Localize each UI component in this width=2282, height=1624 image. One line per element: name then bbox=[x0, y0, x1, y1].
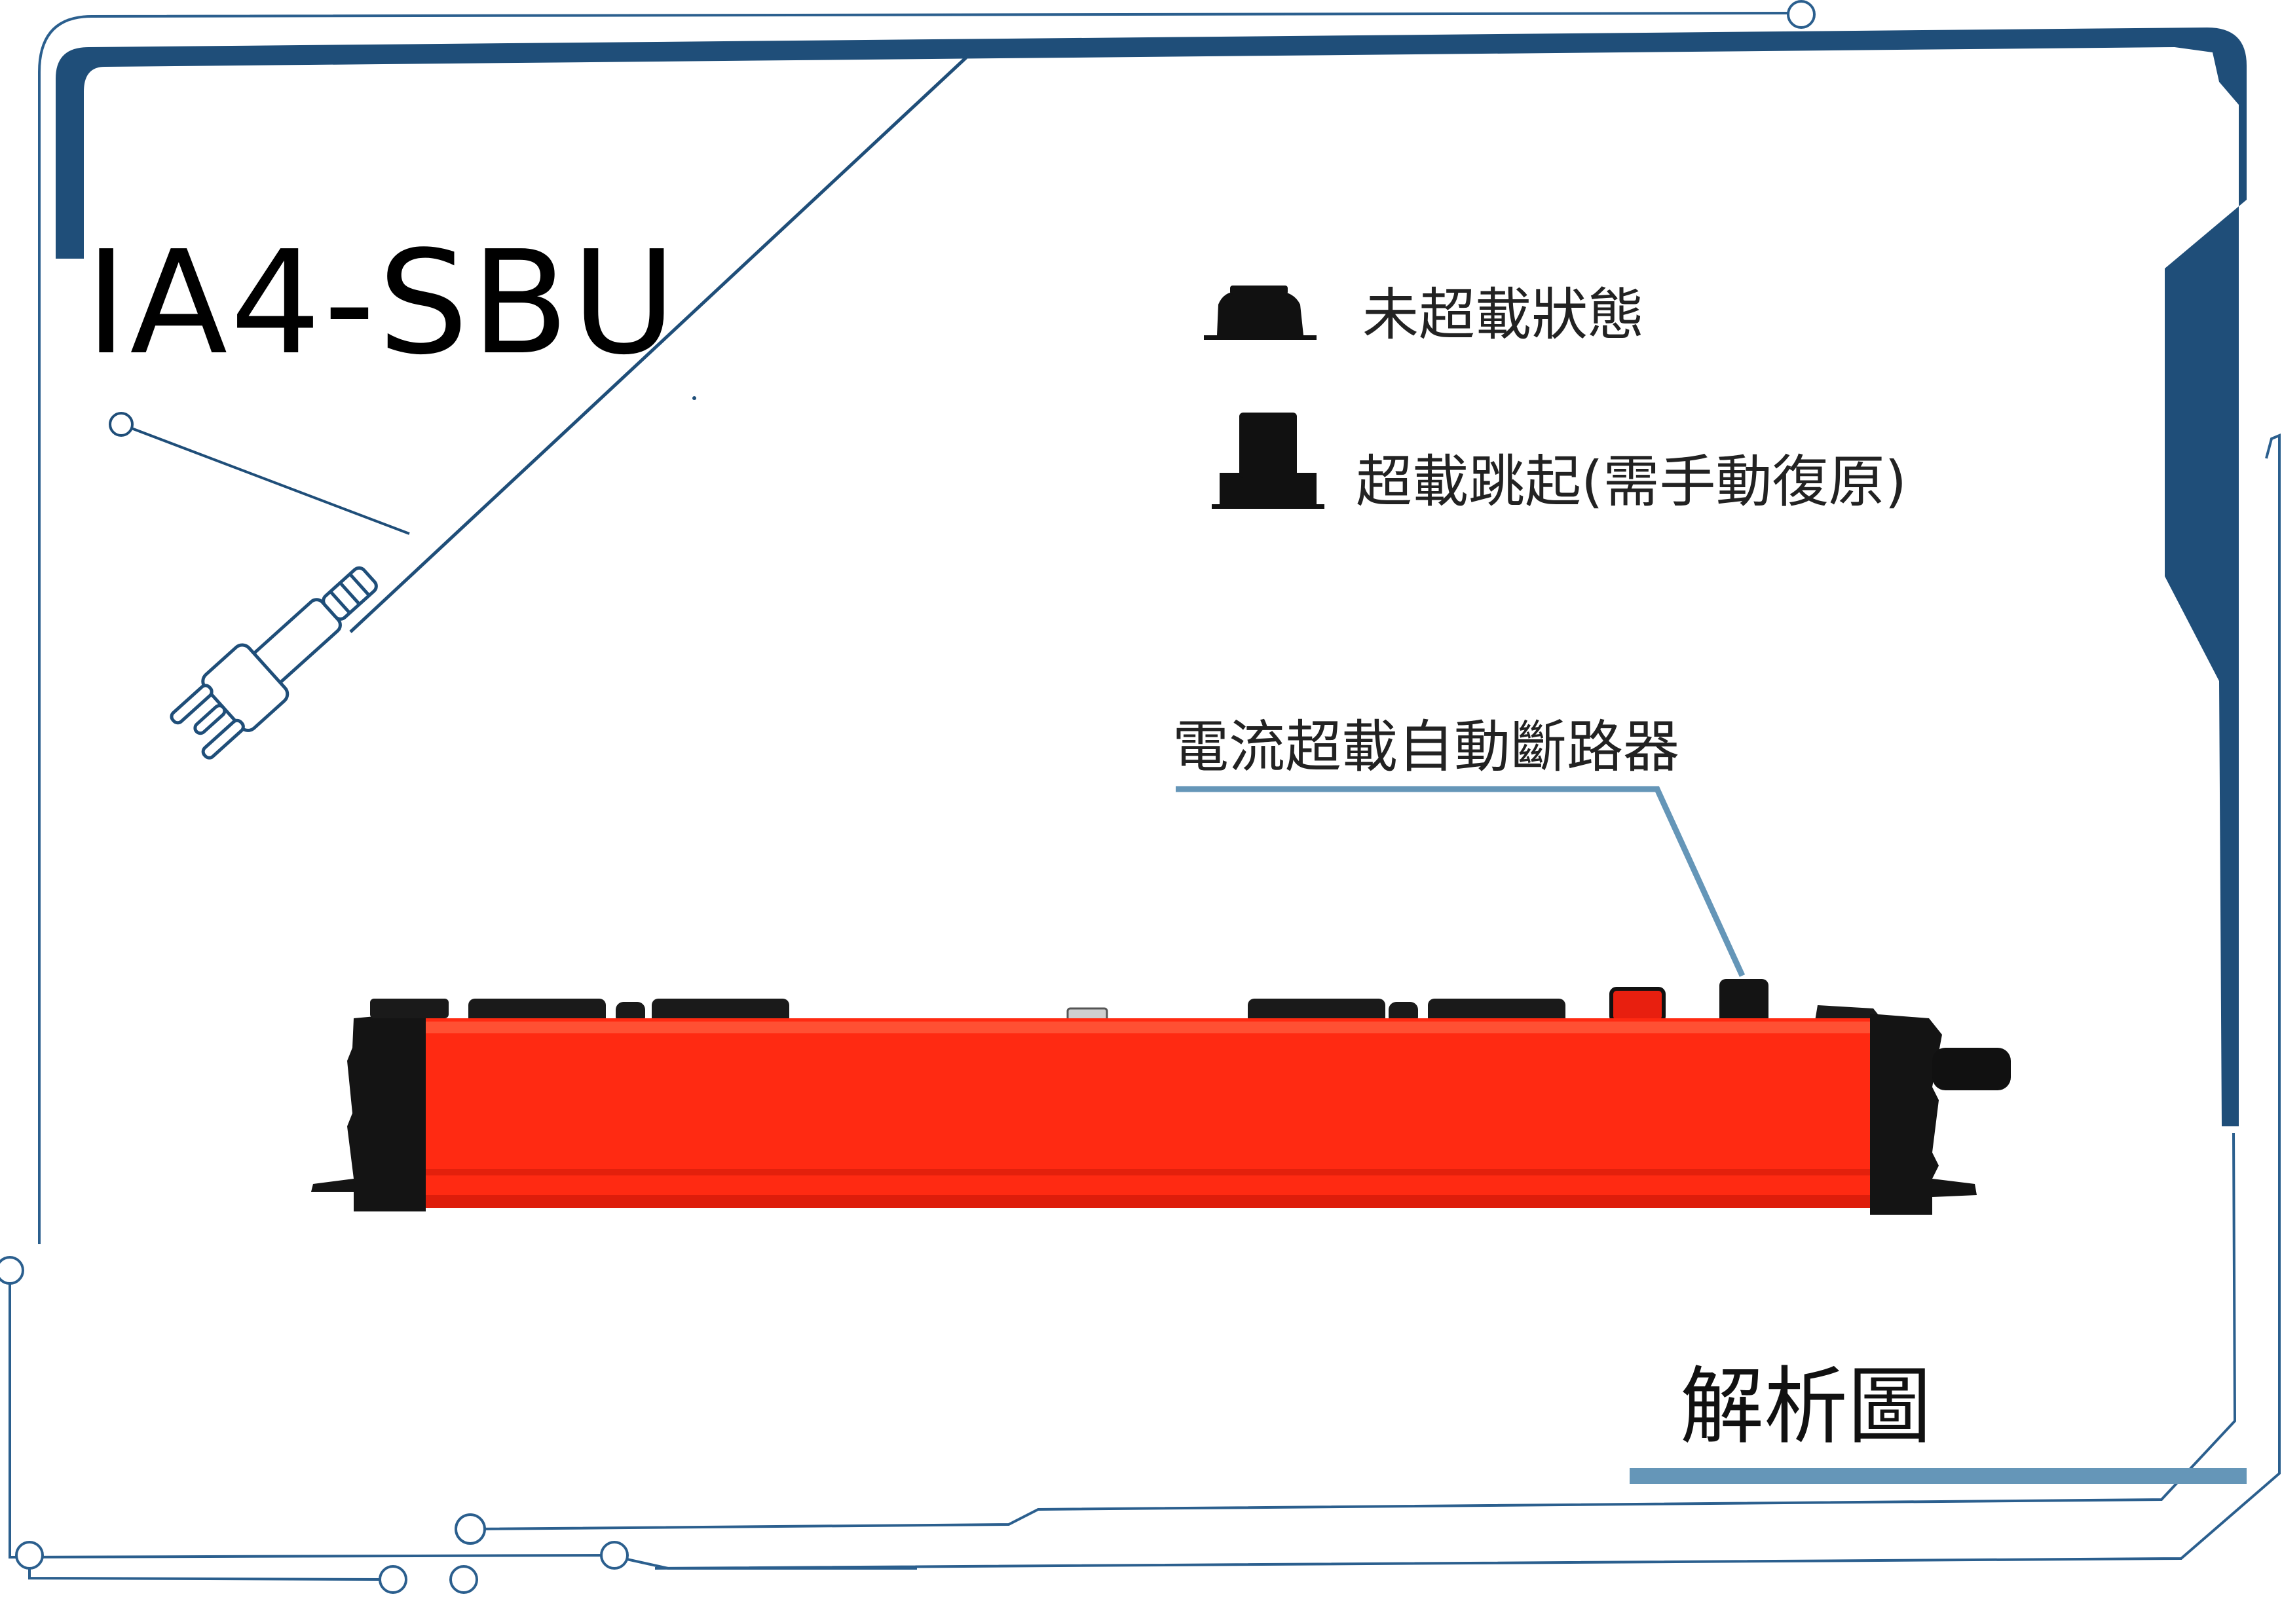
node-circle bbox=[455, 1513, 486, 1545]
node-circle bbox=[15, 1541, 44, 1570]
cord-stub bbox=[1932, 1048, 2011, 1090]
end-cap-right bbox=[1870, 1014, 1977, 1215]
power-cord bbox=[349, 56, 967, 633]
caption-underline bbox=[1630, 1468, 2247, 1484]
legend-tripped-label: 超載跳起(需手動復原) bbox=[1356, 449, 1907, 515]
breaker-button-tripped-icon bbox=[1212, 413, 1324, 509]
node-circle bbox=[1787, 0, 1816, 29]
node-circle bbox=[449, 1565, 478, 1594]
breaker-callout-label: 電流超載自動斷路器 bbox=[1172, 714, 1679, 780]
frame-band bbox=[56, 28, 2247, 1126]
end-cap-left bbox=[311, 1012, 426, 1211]
strip-body bbox=[419, 1018, 1870, 1208]
diagram-caption: 解析圖 bbox=[1680, 1358, 1932, 1456]
power-strip bbox=[311, 979, 2011, 1215]
breaker-button-normal-icon bbox=[1204, 286, 1317, 340]
cord-pointer bbox=[121, 423, 410, 535]
frame-line-right bbox=[654, 434, 2281, 1570]
frame-line-bottom-2 bbox=[28, 1555, 384, 1581]
breaker-callout-line bbox=[1176, 786, 1746, 977]
model-title: IA4-SBU bbox=[85, 221, 679, 386]
node-circle bbox=[0, 1256, 24, 1285]
node-circle bbox=[600, 1541, 629, 1570]
legend-normal-label: 未超載狀態 bbox=[1362, 282, 1644, 348]
breaker-button bbox=[1719, 979, 1768, 1025]
node-circle bbox=[379, 1565, 407, 1594]
frame-line-right-inner bbox=[474, 1132, 2237, 1530]
frame-line-top bbox=[38, 12, 1802, 73]
plug-icon bbox=[170, 566, 378, 760]
node-circle bbox=[109, 412, 134, 437]
power-switch bbox=[1609, 987, 1666, 1024]
